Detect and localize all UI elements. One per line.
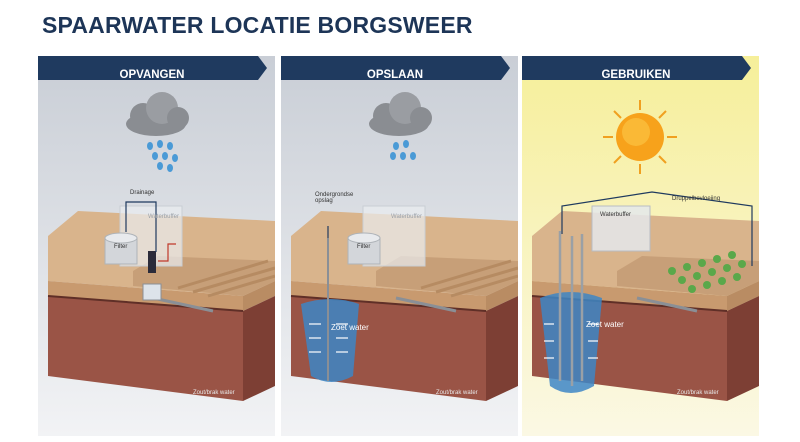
drainage-line	[125, 201, 157, 252]
drainage-pipes	[177, 259, 275, 298]
sun-icon	[603, 100, 677, 174]
rain-cloud-icon	[126, 92, 189, 172]
fresh-water-label: Zoet water	[586, 320, 624, 329]
banner-shape	[38, 56, 267, 80]
filter-label: Filter	[357, 244, 371, 250]
fresh-water-label: Zoet water	[331, 323, 369, 332]
brackish-water-label: Zout/brak water	[193, 390, 235, 396]
drain-pipe	[152, 296, 214, 313]
panel-banner-label: GEBRUIKEN	[601, 69, 671, 81]
drain-pipe	[636, 296, 698, 313]
page-title: SPAARWATER LOCATIE BORGSWEER	[42, 12, 473, 38]
brackish-water-label: Zout/brak water	[436, 390, 478, 396]
drip-irrigation-line	[561, 191, 753, 266]
filter-label: Filter	[114, 244, 128, 250]
banner-shape	[281, 56, 510, 80]
panel-gebruiken: GEBRUIKEN Druppelbevloeiing Waterbuffer …	[522, 56, 759, 436]
filter-tank	[347, 232, 381, 265]
fresh-water-bubble	[301, 238, 359, 382]
banner-shape	[522, 56, 751, 80]
drainage-label: Drainage	[130, 190, 155, 196]
drainage-pipes	[420, 259, 518, 298]
drip-irrigation-label: Druppelbevloeiing	[672, 196, 721, 202]
storage-label: Ondergrondse opslag	[315, 192, 354, 204]
filter-tank	[104, 232, 138, 265]
panel-opslaan: OPSLAAN Ondergrondse opslag Waterbuffer …	[281, 56, 518, 436]
pump-pit	[142, 283, 162, 301]
water-buffer-label: Waterbuffer	[391, 214, 423, 220]
panel-banner-label: OPVANGEN	[119, 69, 185, 81]
panel-banner-label: OPSLAAN	[366, 69, 424, 81]
brackish-water-label: Zout/brak water	[677, 390, 719, 396]
crop-rows	[668, 251, 746, 293]
fresh-water-bubble	[540, 231, 602, 393]
ec-sensor	[148, 251, 156, 273]
water-buffer-label: Waterbuffer	[148, 214, 180, 220]
water-buffer	[591, 205, 651, 252]
drain-pipe	[395, 296, 457, 313]
rain-cloud-icon	[369, 92, 432, 160]
panel-opvangen: OPVANGEN Drainage Waterbuffer Filter Zou…	[38, 56, 275, 436]
water-buffer-label: Waterbuffer	[600, 212, 632, 218]
